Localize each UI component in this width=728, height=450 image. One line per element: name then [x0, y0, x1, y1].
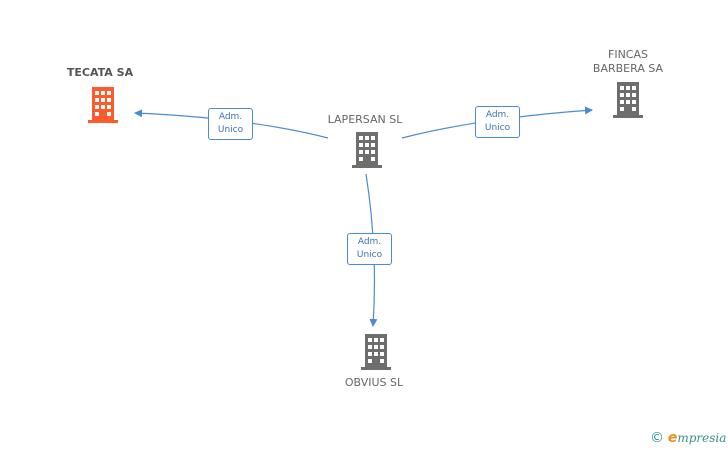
copyright-symbol: © — [650, 430, 664, 446]
edge-label-obvius[interactable]: Adm. Unico — [347, 233, 392, 265]
node-label-fincas-line1: FINCAS — [608, 48, 648, 61]
empresia-watermark: © empresia — [650, 430, 726, 446]
node-label-lapersan[interactable]: LAPERSAN SL — [327, 113, 403, 126]
edge-label-fincas[interactable]: Adm. Unico — [475, 106, 520, 138]
edge-label-line2: Unico — [484, 123, 511, 133]
edge-label-line1: Adm. — [357, 237, 382, 247]
node-label-fincas-line2: BARBERA SA — [592, 62, 664, 75]
node-label-tecata[interactable]: TECATA SA — [66, 66, 134, 79]
node-label-obvius[interactable]: OBVIUS SL — [344, 376, 404, 389]
brand-initial: e — [667, 430, 678, 446]
edge-label-line1: Adm. — [218, 112, 243, 122]
node-label-fincas[interactable]: FINCAS BARBERA SA — [578, 48, 678, 76]
building-icon[interactable] — [359, 334, 393, 370]
building-icon[interactable] — [86, 87, 120, 123]
edge-label-tecata[interactable]: Adm. Unico — [208, 108, 253, 140]
edge-label-line2: Unico — [217, 125, 244, 135]
building-icon[interactable] — [350, 132, 384, 168]
building-icon[interactable] — [611, 82, 645, 118]
edge-label-line1: Adm. — [485, 110, 510, 120]
edge-label-line2: Unico — [356, 250, 383, 260]
brand-name: mpresia — [677, 431, 727, 445]
